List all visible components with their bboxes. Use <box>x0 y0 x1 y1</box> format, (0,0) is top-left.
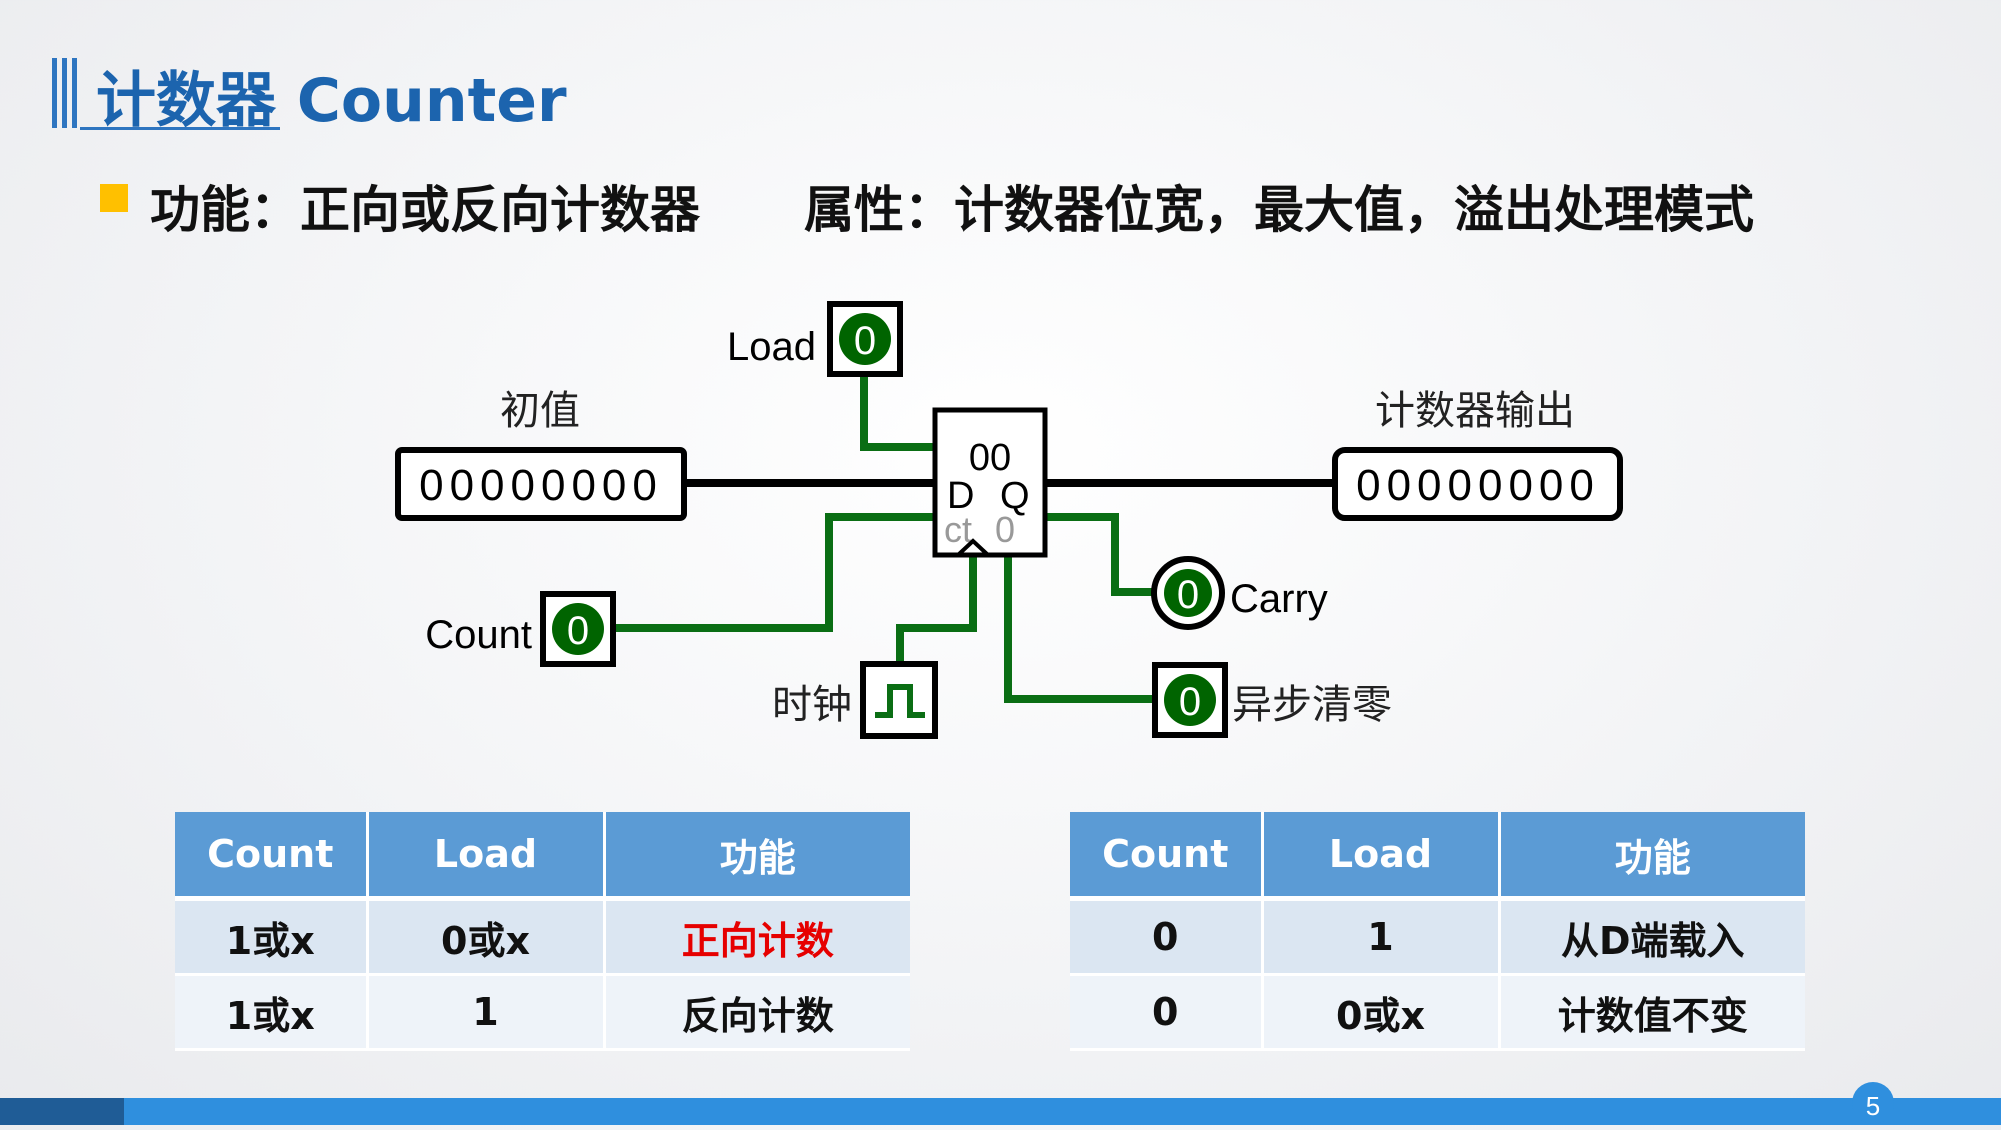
truth-table-left: Count Load 功能 1或x 0或x 正向计数 1或x 1 反向计数 <box>175 812 910 1051</box>
table-row: 1或x 1 反向计数 <box>175 974 910 1051</box>
cell-function: 从D端载入 <box>1499 898 1805 976</box>
clear-led <box>1164 674 1216 726</box>
pin-zero-label: 0 <box>995 509 1015 550</box>
header-count: Count <box>1070 812 1264 901</box>
clear-value: 0 <box>1179 680 1201 724</box>
output-value: 00000000 <box>1356 461 1600 510</box>
cell-count: 0 <box>1070 974 1264 1051</box>
count-value: 0 <box>567 609 589 653</box>
cell-load: 0或x <box>367 898 606 976</box>
table-header-row: Count Load 功能 <box>175 812 910 901</box>
initial-value-label: 初值 <box>500 388 580 434</box>
initial-value-input[interactable] <box>395 447 687 521</box>
truth-table-right: Count Load 功能 0 1 从D端载入 0 0或x 计数值不变 <box>1070 812 1805 1051</box>
table-row: 0 0或x 计数值不变 <box>1070 974 1805 1051</box>
header-count: Count <box>175 812 369 901</box>
page-number: 5 <box>1852 1082 1894 1124</box>
title-decoration <box>52 58 80 128</box>
footer-bar-accent <box>0 1098 124 1125</box>
load-value: 0 <box>854 319 876 363</box>
load-led <box>839 313 891 365</box>
clock-triangle <box>956 538 990 557</box>
signal-wires <box>604 370 1160 703</box>
clock-input[interactable] <box>860 661 938 739</box>
clock-waveform-icon <box>875 684 925 718</box>
function-bullet: 功能：正向或反向计数器 <box>150 181 700 239</box>
header-function: 功能 <box>1499 812 1805 901</box>
pin-ct-label: ct <box>944 509 972 550</box>
cell-load: 1 <box>367 974 606 1051</box>
carry-value: 0 <box>1177 573 1199 617</box>
counter-output-display <box>1332 447 1623 521</box>
clock-wire <box>896 555 977 666</box>
count-wire <box>604 513 938 632</box>
slide-title: 计数器 Counter <box>96 66 567 136</box>
pin-d-label: D <box>947 475 974 517</box>
cell-load: 0或x <box>1262 974 1501 1051</box>
cell-count: 1或x <box>175 974 369 1051</box>
table-header-row: Count Load 功能 <box>1070 812 1805 901</box>
carry-label: Carry <box>1230 577 1328 621</box>
clear-label: 异步清零 <box>1232 682 1392 728</box>
cell-count: 0 <box>1070 898 1264 976</box>
cell-function: 计数值不变 <box>1499 974 1805 1051</box>
attributes-bullet: 属性：计数器位宽，最大值，溢出处理模式 <box>804 181 1754 239</box>
pin-q-label: Q <box>1000 475 1030 517</box>
clear-wire <box>1004 555 1160 703</box>
cell-function-highlight: 正向计数 <box>604 898 910 976</box>
cell-load: 1 <box>1262 898 1501 976</box>
title-underline <box>80 127 280 130</box>
output-label: 计数器输出 <box>1375 388 1575 434</box>
footer-bar <box>0 1098 2001 1125</box>
bullet-marker <box>100 184 128 212</box>
cell-function: 反向计数 <box>604 974 910 1051</box>
counter-value-display: 00 <box>969 437 1011 479</box>
carry-led <box>1164 569 1212 617</box>
carry-wire <box>1044 513 1160 596</box>
table-row: 1或x 0或x 正向计数 <box>175 898 910 976</box>
load-label: Load <box>727 325 816 369</box>
header-load: Load <box>367 812 606 901</box>
count-label: Count <box>425 613 532 657</box>
table-row: 0 1 从D端载入 <box>1070 898 1805 976</box>
count-led <box>552 603 604 655</box>
initial-value: 00000000 <box>419 461 663 510</box>
clock-label: 时钟 <box>772 682 852 728</box>
header-function: 功能 <box>604 812 910 901</box>
cell-count: 1或x <box>175 898 369 976</box>
counter-block <box>932 407 1048 558</box>
load-wire <box>860 370 938 451</box>
header-load: Load <box>1262 812 1501 901</box>
